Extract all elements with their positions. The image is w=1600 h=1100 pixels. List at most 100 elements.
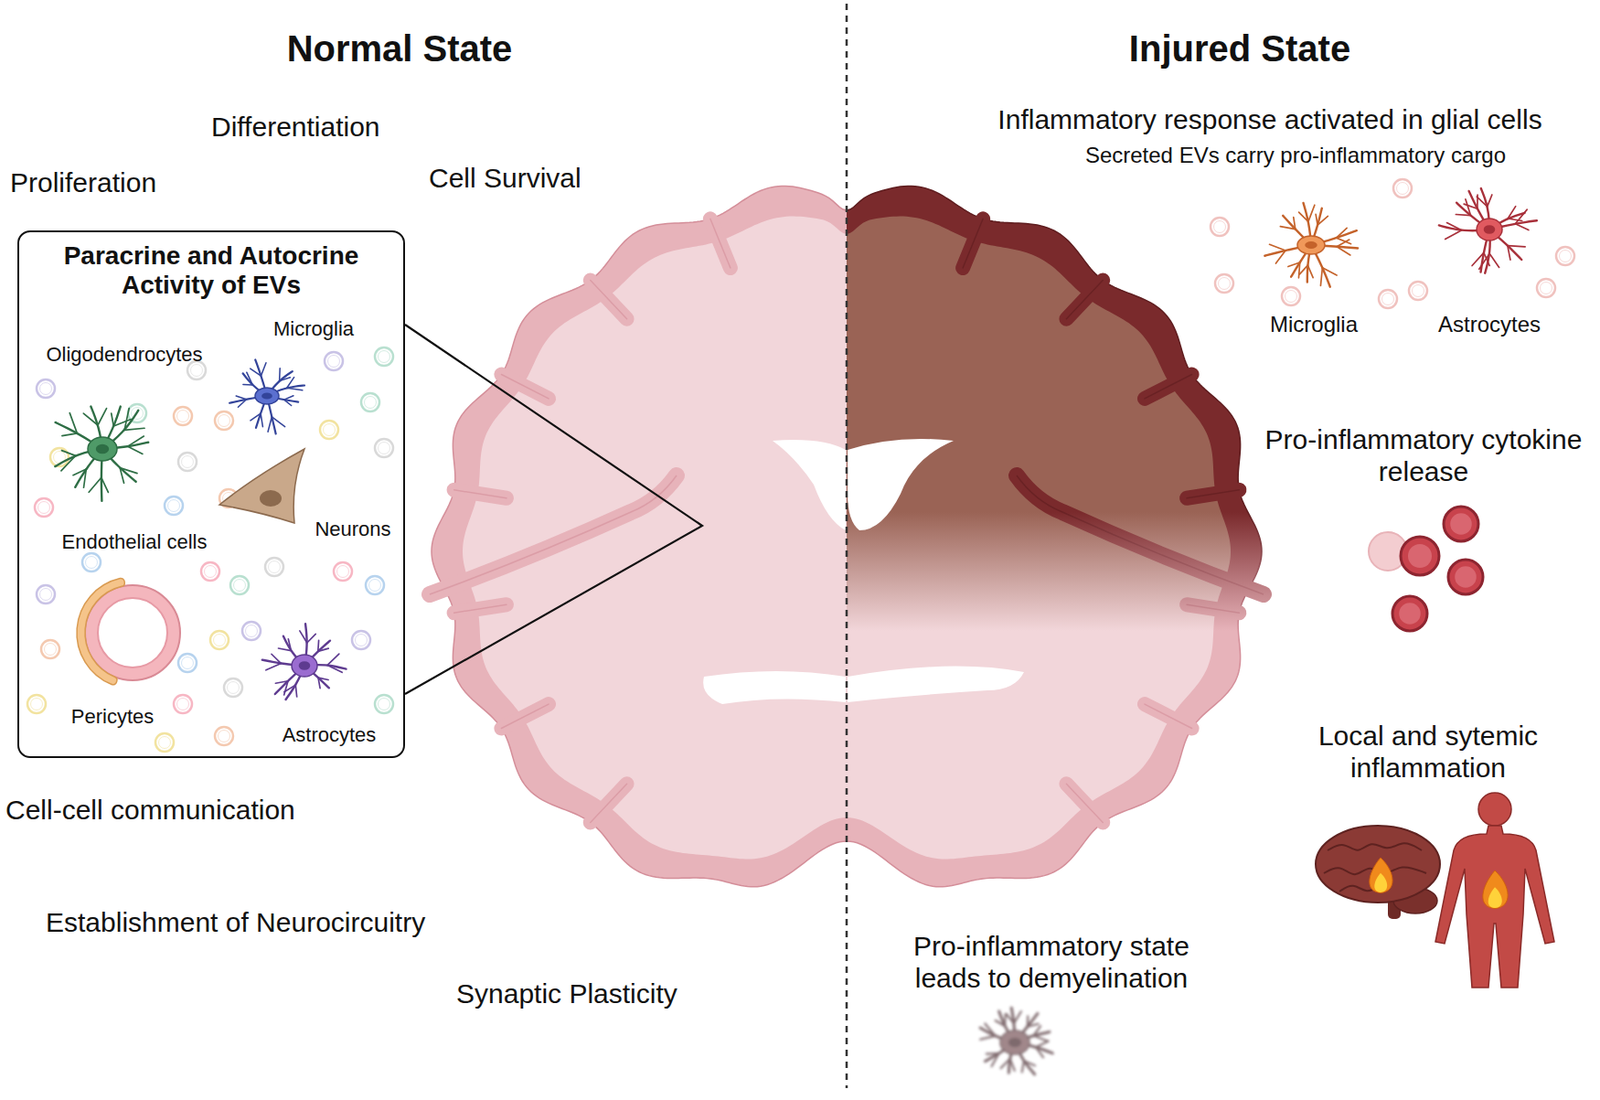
cell-body xyxy=(255,387,279,405)
cell-branch xyxy=(1010,1058,1015,1071)
cell-branch xyxy=(73,469,86,476)
cell-branch xyxy=(1033,1035,1048,1042)
gyrus-fold xyxy=(454,490,507,499)
state-heading: Normal State xyxy=(216,27,583,70)
vesicle-ring xyxy=(374,694,394,714)
extracellular-vesicle xyxy=(265,557,284,576)
ventricle xyxy=(772,439,846,531)
vesicle-inner xyxy=(213,634,226,647)
pericyte-shape xyxy=(76,577,125,684)
cell-branch xyxy=(1489,253,1500,267)
vesicle-ring xyxy=(265,557,284,576)
cell-branch xyxy=(235,395,246,400)
extracellular-vesicle xyxy=(155,733,174,752)
gyrus-fold xyxy=(454,604,507,613)
injury-sublabel: Secreted EVs carry pro-inflammatory carg… xyxy=(1057,142,1534,169)
vesicle-inner xyxy=(177,410,190,423)
cell-label: Astrocytes xyxy=(282,723,377,747)
cell-branch xyxy=(1476,196,1488,207)
cell-branch xyxy=(1275,250,1286,264)
function-label: Differentiation xyxy=(211,111,381,144)
vesicle-inner xyxy=(44,643,57,656)
cell-branch xyxy=(1026,1015,1029,1026)
extracellular-vesicle xyxy=(173,694,192,714)
vesicle-inner xyxy=(1218,277,1231,290)
vesicle-inner xyxy=(234,579,246,592)
cell-branch xyxy=(84,469,87,488)
cell-branch xyxy=(317,640,320,651)
cell-branch xyxy=(266,663,282,671)
extracellular-vesicle xyxy=(1210,217,1229,236)
cell-branch xyxy=(1293,217,1296,230)
vesicle-inner xyxy=(323,424,336,437)
cell-branch xyxy=(1299,265,1308,275)
cell-nucleus xyxy=(259,490,282,507)
vesicle-ring xyxy=(333,562,352,581)
extracellular-vesicle xyxy=(365,576,384,595)
vesicle-ring xyxy=(1378,289,1398,309)
vesicle-inner xyxy=(181,657,194,670)
cytokine-core xyxy=(1408,544,1432,568)
function-label: Establishment of Neurocircuitry xyxy=(45,906,426,939)
cell-branch xyxy=(267,416,272,432)
cell-body xyxy=(291,654,318,677)
cytokine xyxy=(1443,506,1479,542)
extracellular-vesicle xyxy=(1536,278,1556,298)
cell-branch xyxy=(1336,246,1351,256)
sulcus xyxy=(590,280,628,320)
extracellular-vesicle xyxy=(178,452,197,471)
cell-branch xyxy=(1299,212,1309,222)
vesicle-inner xyxy=(218,730,231,743)
divider-line xyxy=(845,3,849,1088)
vesicle-inner xyxy=(218,415,231,427)
vesicle-inner xyxy=(355,634,368,647)
vesicle-ring xyxy=(320,420,339,439)
cell-branch xyxy=(318,677,329,680)
cell-label: Microglia xyxy=(273,317,354,341)
injury-label: Local and sytemic inflammation xyxy=(1272,720,1584,784)
vesicle-inner xyxy=(364,396,377,409)
cell-branch xyxy=(62,433,77,437)
cell-branch xyxy=(1013,1011,1022,1024)
cell-branch xyxy=(260,413,263,427)
vesicle-inner xyxy=(38,501,51,514)
brain-icon xyxy=(1315,825,1440,919)
vesicle-ring xyxy=(352,630,371,650)
cell-nucleus xyxy=(96,444,109,454)
cell-branch xyxy=(250,413,261,421)
cell-branch xyxy=(271,416,285,427)
cell-branch xyxy=(1514,224,1528,231)
cell-label: Oligodendrocytes xyxy=(45,342,203,366)
vesicle-inner xyxy=(31,698,43,711)
flame-outer xyxy=(1482,870,1508,909)
cell-branch xyxy=(284,399,292,406)
flame-inner xyxy=(1374,873,1387,893)
ventricle xyxy=(847,438,954,531)
flame-icon xyxy=(1482,870,1508,909)
vesicle-ring xyxy=(164,496,183,515)
extracellular-vesicle xyxy=(164,496,183,515)
cytokine-core xyxy=(1454,565,1477,588)
fissure xyxy=(1016,475,1264,595)
injury-label: Pro-inflammatory state leads to demyelin… xyxy=(886,930,1216,994)
cell-branch xyxy=(1446,223,1462,231)
extracellular-vesicle xyxy=(214,726,234,746)
sulcus xyxy=(1144,374,1193,399)
cell-branch xyxy=(1507,245,1526,247)
cell-branch xyxy=(1507,218,1523,221)
cell-branch xyxy=(327,664,342,672)
fissure-fold xyxy=(429,475,677,595)
extracellular-vesicle xyxy=(320,420,339,439)
injury-label: Pro-inflammatory cytokine release xyxy=(1254,424,1593,488)
vesicle-inner xyxy=(227,682,240,694)
vesicle-ring xyxy=(36,379,55,398)
cell-branch xyxy=(128,446,143,454)
vessel-lumen xyxy=(97,597,168,668)
sulcus xyxy=(1144,704,1193,728)
vesicle-ring xyxy=(173,406,192,426)
vesicle-inner xyxy=(337,565,350,578)
vesicle-inner xyxy=(245,625,258,638)
cell-branch xyxy=(61,455,76,470)
vesicle-ring xyxy=(361,393,380,412)
cell-branch xyxy=(1320,267,1323,287)
